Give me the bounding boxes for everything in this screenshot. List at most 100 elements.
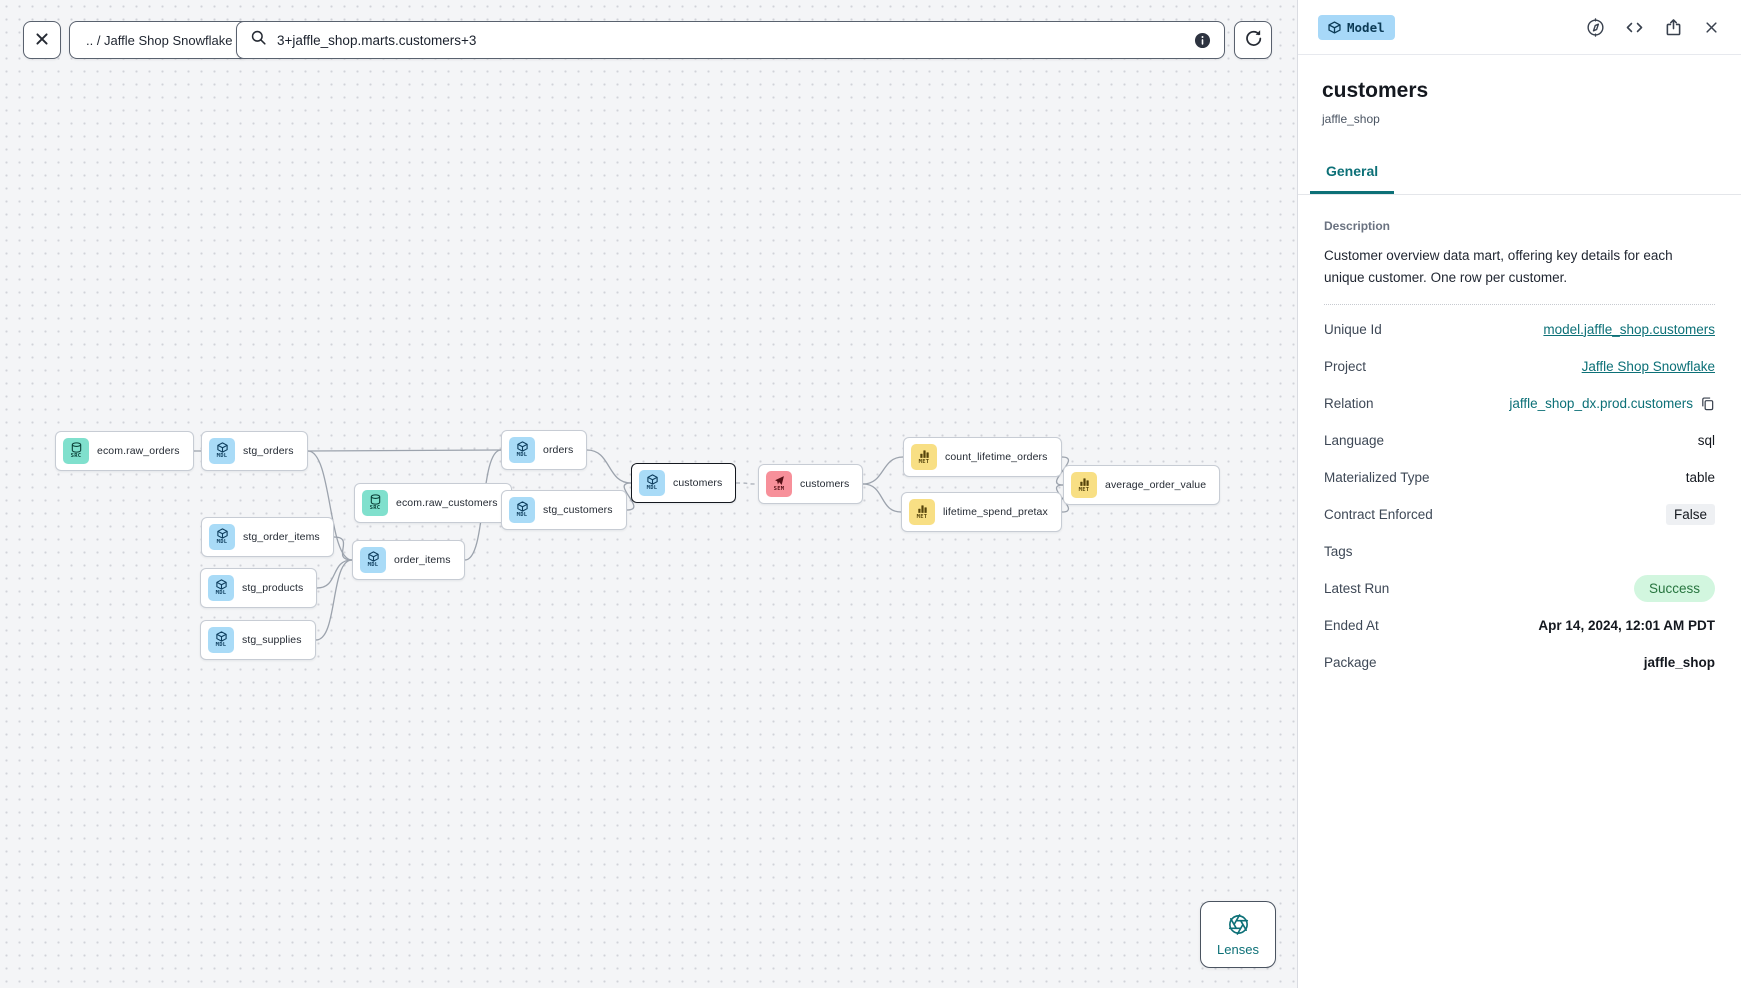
explore-compass-icon[interactable] xyxy=(1585,17,1606,38)
panel-tabs: General xyxy=(1298,153,1741,195)
node-label: stg_order_items xyxy=(243,531,320,543)
edge-customers_sem-lifetime_spend_pretax xyxy=(862,483,902,513)
code-icon[interactable] xyxy=(1624,17,1645,38)
field-value: Apr 14, 2024, 12:01 AM PDT xyxy=(1538,617,1715,633)
field-label: Unique Id xyxy=(1324,321,1382,337)
field-row-ended-at: Ended At Apr 14, 2024, 12:01 AM PDT xyxy=(1324,607,1715,644)
refresh-icon xyxy=(1243,28,1264,52)
edge-stg_orders-orders xyxy=(307,449,502,452)
field-value: jaffle_shop_dx.prod.customers xyxy=(1509,396,1715,411)
field-row-relation: Relation jaffle_shop_dx.prod.customers xyxy=(1324,385,1715,422)
edge-customers-customers_sem xyxy=(735,482,759,485)
panel-subtitle: jaffle_shop xyxy=(1322,112,1380,126)
model-icon: MDL xyxy=(208,627,234,653)
field-label: Ended At xyxy=(1324,617,1379,633)
lens-aperture-icon xyxy=(1227,913,1250,939)
field-value: Success xyxy=(1633,574,1715,602)
graph-node-average_order_value[interactable]: MET average_order_value xyxy=(1063,465,1221,505)
close-panel-icon[interactable] xyxy=(1702,18,1721,37)
tab-general[interactable]: General xyxy=(1310,153,1395,194)
info-icon[interactable] xyxy=(1193,31,1212,50)
lenses-button[interactable]: Lenses xyxy=(1200,901,1276,968)
share-icon[interactable] xyxy=(1663,17,1684,38)
copy-icon[interactable] xyxy=(1700,396,1715,411)
graph-node-customers[interactable]: MDL customers xyxy=(631,463,737,503)
model-icon: MDL xyxy=(209,524,235,550)
field-value: False xyxy=(1665,503,1715,525)
project-link[interactable]: Jaffle Shop Snowflake xyxy=(1581,358,1715,374)
semantic-icon: SEM xyxy=(766,471,792,497)
model-icon: MDL xyxy=(208,575,234,601)
edge-orders-customers xyxy=(586,449,632,484)
field-label: Language xyxy=(1324,432,1385,448)
edge-stg_supplies-order_items xyxy=(315,559,353,641)
field-label: Package xyxy=(1324,654,1377,670)
graph-node-raw_orders[interactable]: SRC ecom.raw_orders xyxy=(55,431,194,471)
node-label: orders xyxy=(543,444,574,456)
description-text: Customer overview data mart, offering ke… xyxy=(1324,248,1673,285)
node-label: count_lifetime_orders xyxy=(945,451,1048,463)
resource-type-badge: Model xyxy=(1318,14,1395,40)
field-label: Relation xyxy=(1324,395,1374,411)
node-label: stg_products xyxy=(242,582,304,594)
field-row-project: Project Jaffle Shop Snowflake xyxy=(1324,348,1715,385)
field-row-tags: Tags xyxy=(1324,533,1715,570)
field-value: sql xyxy=(1697,432,1715,448)
node-label: order_items xyxy=(394,554,451,566)
search-input[interactable] xyxy=(277,32,1184,48)
node-label: customers xyxy=(673,477,723,489)
source-icon: SRC xyxy=(63,438,89,464)
graph-node-stg_orders[interactable]: MDL stg_orders xyxy=(201,431,308,471)
graph-node-lifetime_spend_pretax[interactable]: MET lifetime_spend_pretax xyxy=(901,492,1062,532)
model-icon: MDL xyxy=(209,438,235,464)
field-row-unique-id: Unique Id model.jaffle_shop.customers xyxy=(1324,311,1715,348)
field-row-contract-enforced: Contract Enforced False xyxy=(1324,496,1715,533)
edge-stg_order_items-order_items xyxy=(333,536,353,561)
field-value: model.jaffle_shop.customers xyxy=(1543,322,1715,337)
graph-node-orders[interactable]: MDL orders xyxy=(501,430,588,470)
graph-node-stg_products[interactable]: MDL stg_products xyxy=(200,568,318,608)
contract-enforced-chip: False xyxy=(1665,503,1715,525)
field-label: Latest Run xyxy=(1324,580,1390,596)
field-label: Contract Enforced xyxy=(1324,506,1433,522)
panel-header: Model xyxy=(1298,0,1741,55)
field-row-latest-run: Latest Run Success xyxy=(1324,570,1715,607)
field-label: Tags xyxy=(1324,543,1353,559)
unique-id-link[interactable]: model.jaffle_shop.customers xyxy=(1543,321,1715,337)
breadcrumb[interactable]: .. / Jaffle Shop Snowflake xyxy=(69,21,250,59)
panel-content: Description Customer overview data mart,… xyxy=(1298,195,1741,705)
node-label: customers xyxy=(800,478,850,490)
field-label: Project xyxy=(1324,358,1367,374)
details-panel: Model customers jaffle_shop xyxy=(1297,0,1741,988)
model-cube-icon xyxy=(1328,20,1341,34)
node-label: average_order_value xyxy=(1105,479,1207,491)
metric-icon: MET xyxy=(909,499,935,525)
node-label: ecom.raw_orders xyxy=(97,445,180,457)
search-bar xyxy=(236,21,1225,59)
graph-node-customers_sem[interactable]: SEM customers xyxy=(758,464,864,504)
node-label: lifetime_spend_pretax xyxy=(943,506,1048,518)
metric-icon: MET xyxy=(1071,472,1097,498)
close-graph-button[interactable] xyxy=(23,21,61,59)
model-icon: MDL xyxy=(639,470,665,496)
graph-node-stg_order_items[interactable]: MDL stg_order_items xyxy=(201,517,334,557)
field-value: table xyxy=(1685,469,1715,485)
lenses-label: Lenses xyxy=(1217,941,1259,957)
node-label: ecom.raw_customers xyxy=(396,497,498,509)
model-icon: MDL xyxy=(509,437,535,463)
node-label: stg_orders xyxy=(243,445,294,457)
refresh-button[interactable] xyxy=(1234,21,1272,59)
relation-value: jaffle_shop_dx.prod.customers xyxy=(1509,395,1693,411)
field-value: jaffle_shop xyxy=(1643,654,1715,670)
field-row-package: Package jaffle_shop xyxy=(1324,644,1715,681)
field-value: Jaffle Shop Snowflake xyxy=(1582,359,1715,374)
edge-customers_sem-count_lifetime_orders xyxy=(862,456,904,485)
